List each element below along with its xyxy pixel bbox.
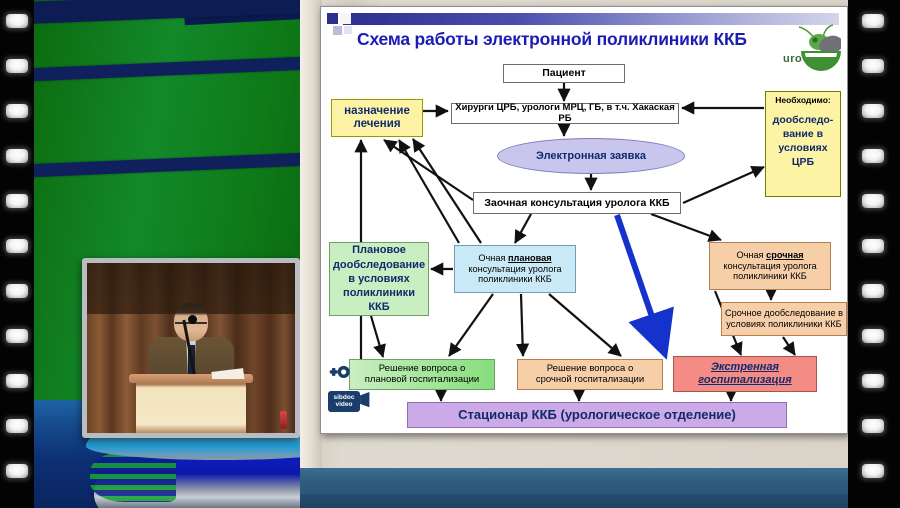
film-sprocket-hole (862, 464, 884, 478)
camera-icon (329, 365, 350, 378)
slide-deco-square-2 (340, 13, 351, 24)
node-planned-line3: поликлиники ККБ (478, 274, 552, 285)
planned-word-ochnaya: Очная (478, 253, 506, 264)
highlight-arrow-layer (614, 214, 674, 360)
film-sprocket-hole (862, 194, 884, 208)
res-urgent-line1: Решение вопроса о (546, 362, 634, 374)
node-planned-in-person-consultation[interactable]: Очная плановая консультация уролога поли… (454, 245, 576, 293)
res-planned-line2: плановой госпитализации (364, 373, 480, 385)
water-bottle (280, 411, 287, 429)
film-sprocket-hole (6, 374, 28, 388)
node-surgeons[interactable]: Хирурги ЦРБ, урологи МРЦ, ГБ, в т.ч. Хак… (451, 102, 679, 124)
film-sprocket-hole (6, 329, 28, 343)
sibdoc-line2: video (335, 400, 353, 408)
emergency-line2: госпитализация (698, 374, 792, 386)
presentation-slide: Схема работы электронной поликлиники ККБ… (320, 6, 848, 434)
film-sprocket-hole (862, 14, 884, 28)
urgent-word-ochnaya: Очная (736, 250, 764, 261)
film-sprocket-hole (6, 104, 28, 118)
film-sprocket-hole (6, 239, 28, 253)
film-sprocket-hole (862, 284, 884, 298)
sibdoc-label: sibdoc video (328, 391, 360, 412)
studio-desk-accent (90, 452, 176, 502)
emergency-line1: Экстренная (710, 361, 780, 374)
node-hospital-urology-department[interactable]: Стационар ККБ (урологическое отделение) (407, 402, 787, 428)
wall-base-blue-dark (300, 494, 848, 508)
node-needed-additional-exam[interactable]: Необходимо: дообследо-вание в условиях Ц… (765, 91, 841, 197)
sibdoc-line1: sibdoc (333, 394, 355, 401)
urgent-word-srochnaya: срочная (766, 250, 804, 261)
node-planned-line1: Очная плановая (478, 253, 551, 264)
filmstrip-left (0, 0, 34, 508)
node-needed-body: дообследо-вание в условиях ЦРБ (772, 113, 834, 169)
slide-header-gradient-bar (343, 13, 839, 25)
res-planned-line1: Решение вопроса о (378, 362, 466, 374)
node-planned-line2: консультация уролога (468, 263, 562, 274)
film-sprocket-hole (6, 149, 28, 163)
film-sprocket-hole (862, 59, 884, 73)
podium (136, 379, 246, 433)
node-urgent-in-person-consultation[interactable]: Очная срочная консультация уролога полик… (709, 242, 831, 290)
film-sprocket-hole (862, 329, 884, 343)
film-sprocket-hole (862, 149, 884, 163)
film-sprocket-hole (6, 59, 28, 73)
film-sprocket-hole (6, 194, 28, 208)
sibdoc-video-watermark: sibdoc video (326, 365, 370, 413)
filmstrip-right (848, 0, 900, 508)
node-remote-consultation[interactable]: Заочная консультация уролога ККБ (473, 192, 681, 214)
wall-pillar (300, 0, 322, 508)
node-urgent-line3: поликлиники ККБ (733, 271, 807, 282)
node-planned-additional-exam[interactable]: Плановое дообследование в условиях полик… (329, 242, 429, 316)
slide-deco-square-3 (333, 26, 342, 35)
node-needed-header: Необходимо: (775, 95, 831, 105)
node-urgent-line1: Очная срочная (736, 250, 803, 261)
urgent-exam-line2: условиях поликлиники ККБ (726, 319, 842, 329)
podium-top (129, 374, 253, 383)
slide-deco-square-1 (327, 13, 338, 24)
node-urgent-additional-exam[interactable]: Срочное дообследование в условиях поликл… (721, 302, 847, 336)
speaker-video-inset (82, 258, 300, 438)
node-treatment-assignment[interactable]: назначение лечения (331, 99, 423, 137)
urgent-exam-line1: Срочное дообследование в (725, 308, 843, 319)
film-sprocket-hole (6, 14, 28, 28)
planned-word-planovaya: плановая (508, 253, 552, 264)
film-sprocket-hole (6, 419, 28, 433)
microphone-head (188, 315, 197, 324)
node-decision-urgent-hospitalization[interactable]: Решение вопроса о срочной госпитализации (517, 359, 663, 390)
film-sprocket-hole (862, 239, 884, 253)
slide-deco-square-4 (344, 26, 352, 34)
camera-lens-icon (360, 392, 370, 408)
film-sprocket-hole (862, 419, 884, 433)
uro-logo-text: uro (783, 53, 803, 65)
film-sprocket-hole (862, 104, 884, 118)
film-sprocket-hole (6, 464, 28, 478)
flow-connectors (354, 83, 796, 402)
slide-title: Схема работы электронной поликлиники ККБ (357, 29, 747, 49)
node-decision-planned-hospitalization[interactable]: Решение вопроса о плановой госпитализаци… (349, 359, 495, 390)
node-urgent-line2: консультация уролога (723, 260, 817, 271)
film-sprocket-hole (862, 374, 884, 388)
uro-logo: uro (779, 23, 843, 77)
node-emergency-hospitalization[interactable]: Экстренная госпитализация (673, 356, 817, 392)
presenter-video-panel (34, 0, 300, 508)
film-sprocket-hole (6, 284, 28, 298)
blue-emphasis-arrow (614, 214, 674, 360)
res-urgent-line2: срочной госпитализации (535, 373, 645, 385)
node-patient[interactable]: Пациент (503, 64, 625, 83)
node-electronic-application[interactable]: Электронная заявка (497, 138, 685, 174)
